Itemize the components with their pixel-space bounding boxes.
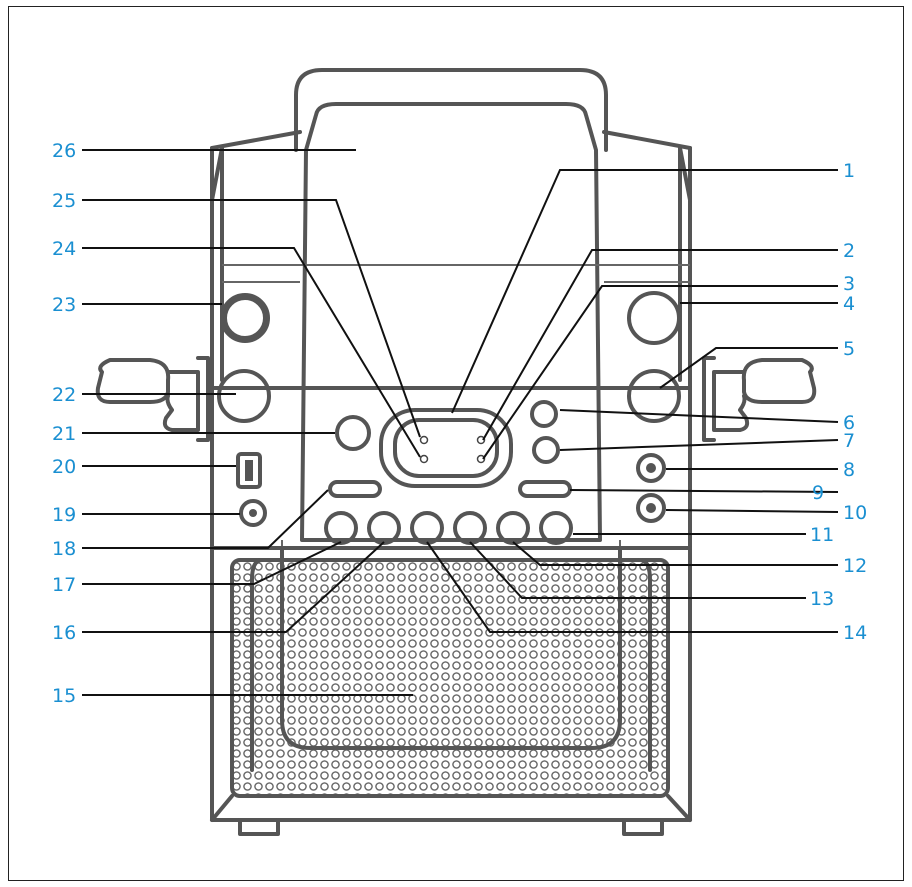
callout-19: 19 — [52, 504, 76, 526]
callout-23: 23 — [52, 294, 76, 316]
callout-labels: 26 25 24 23 22 21 20 19 18 17 16 15 1 2 … — [52, 140, 867, 707]
microphone-left — [95, 356, 210, 442]
speaker-grill — [210, 546, 692, 822]
usb-port-20[interactable] — [236, 452, 262, 489]
button-9[interactable] — [518, 480, 572, 498]
callout-13: 13 — [810, 588, 834, 610]
callout-3: 3 — [843, 273, 855, 295]
knob-5[interactable] — [627, 369, 681, 423]
callout-11: 11 — [810, 524, 834, 546]
callout-10: 10 — [843, 502, 867, 524]
callout-24: 24 — [52, 238, 76, 260]
callout-20: 20 — [52, 456, 76, 478]
knob-23[interactable] — [220, 293, 270, 343]
knob-4[interactable] — [627, 291, 681, 345]
callout-25: 25 — [52, 190, 76, 212]
callout-26: 26 — [52, 140, 76, 162]
callout-17: 17 — [52, 574, 76, 596]
callout-1: 1 — [843, 160, 855, 182]
callout-4: 4 — [843, 293, 855, 315]
callout-18: 18 — [52, 538, 76, 560]
leader-lines — [82, 149, 839, 696]
jack-10[interactable] — [636, 493, 666, 523]
jack-19[interactable] — [239, 499, 267, 527]
button-21[interactable] — [335, 415, 371, 451]
led-display-panel — [379, 408, 513, 488]
callout-5: 5 — [843, 338, 855, 360]
callout-7: 7 — [843, 430, 855, 452]
button-11 — [539, 511, 573, 545]
callout-6: 6 — [843, 412, 855, 434]
button-6[interactable] — [530, 400, 558, 428]
callout-21: 21 — [52, 423, 76, 445]
button-7[interactable] — [532, 436, 560, 464]
callout-15: 15 — [52, 685, 76, 707]
callout-16: 16 — [52, 622, 76, 644]
microphone-right — [702, 356, 817, 442]
callout-9: 9 — [812, 482, 824, 504]
callout-2: 2 — [843, 240, 855, 262]
button-18[interactable] — [328, 480, 382, 498]
callout-8: 8 — [843, 459, 855, 481]
callout-12: 12 — [843, 555, 867, 577]
knob-22[interactable] — [217, 369, 271, 423]
device-body — [210, 68, 692, 836]
jack-8[interactable] — [636, 453, 666, 483]
display-screen — [300, 102, 602, 542]
button-row — [324, 511, 573, 545]
callout-22: 22 — [52, 384, 76, 406]
callout-14: 14 — [843, 622, 867, 644]
